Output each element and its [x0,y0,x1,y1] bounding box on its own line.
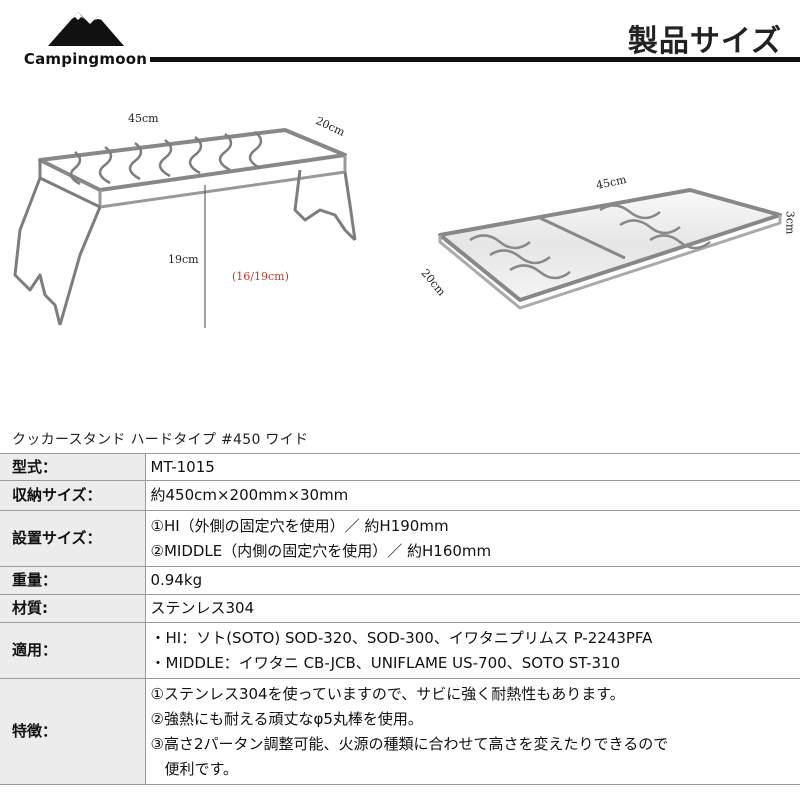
spec-value-line: ・HI：ソト(SOTO) SOD-320、SOD-300、イワタニプリムス P-… [150,628,653,647]
spec-value: 約450cm×200mm×30mm [145,480,800,511]
product-illustration: 45cm 20cm 19cm (16/19cm) 45cm 20cm 3cm [0,90,800,420]
spec-value-line: MT-1015 [150,457,215,476]
spec-value-line: 0.94kg [150,571,203,589]
stand-drawing [13,128,782,328]
spec-value-line: ②強熱にも耐える頑丈なφ5丸棒を使用。 [150,709,423,728]
page-header: Campingmoon 製品サイズ [0,0,800,75]
stand-height-label: 19cm [168,253,199,266]
spec-value-line: ①HI（外側の固定穴を使用）／ 約H190mm [150,516,449,535]
spec-value-line: ステンレス304 [150,599,255,617]
spec-value-line: ①ステンレス304を使っていますので、サビに強く耐熱性もあります。 [150,684,625,703]
mountain-logo-icon [48,12,124,46]
spec-row-weight: 重量： 0.94kg [0,566,800,595]
spec-value: MT-1015 [145,453,800,481]
spec-key: 設置サイズ： [0,510,146,567]
spec-row-model: 型式： MT-1015 [0,453,800,481]
spec-value: ①ステンレス304を使っていますので、サビに強く耐熱性もあります。 ②強熱にも耐… [145,678,800,785]
spec-key: 収納サイズ： [0,480,146,511]
spec-row-material: 材質: ステンレス304 [0,594,800,623]
spec-row-setup-size: 設置サイズ： ①HI（外側の固定穴を使用）／ 約H190mm ②MIDDLE（内… [0,510,800,567]
spec-key: 材質: [0,594,146,623]
brand-name: Campingmoon [23,50,148,68]
spec-value: ・HI：ソト(SOTO) SOD-320、SOD-300、イワタニプリムス P-… [145,622,800,679]
spec-value-line: ③高さ2パータン調整可能、火源の種類に合わせて高さを変えたりできるので [150,734,669,753]
brand-logo: Campingmoon [8,6,163,70]
stand-width-label: 45cm [128,112,159,125]
spec-row-features: 特徴： ①ステンレス304を使っていますので、サビに強く耐熱性もあります。 ②強… [0,678,800,785]
spec-key: 特徴： [0,678,146,785]
spec-value: 0.94kg [145,566,800,595]
product-name: クッカースタンド ハードタイプ #450 ワイド [12,432,309,448]
spec-value-line: ②MIDDLE（内側の固定穴を使用）／ 約H160mm [150,541,492,560]
spec-table: 型式： MT-1015 収納サイズ： 約450cm×200mm×30mm 設置サ… [0,453,800,785]
spec-row-storage-size: 収納サイズ： 約450cm×200mm×30mm [0,480,800,511]
spec-value-line: 便利です。 [164,759,239,778]
spec-value-line: 約450cm×200mm×30mm [150,486,349,504]
page-title: 製品サイズ [627,24,782,59]
folded-stand [438,188,782,310]
spec-key: 重量： [0,566,146,595]
title-underline [150,57,800,62]
spec-key: 型式： [0,453,146,481]
spec-value-line: ・MIDDLE：イワタニ CB-JCB、UNIFLAME US-700、SOTO… [150,653,621,672]
spec-value: ①HI（外側の固定穴を使用）／ 約H190mm ②MIDDLE（内側の固定穴を使… [145,510,800,567]
folded-thickness-label: 3cm [783,210,797,235]
spec-row-compatibility: 適用： ・HI：ソト(SOTO) SOD-320、SOD-300、イワタニプリム… [0,622,800,679]
assembled-stand [13,128,357,326]
spec-value: ステンレス304 [145,594,800,623]
spec-key: 適用： [0,622,146,679]
stand-height-alt-label: (16/19cm) [232,270,289,283]
